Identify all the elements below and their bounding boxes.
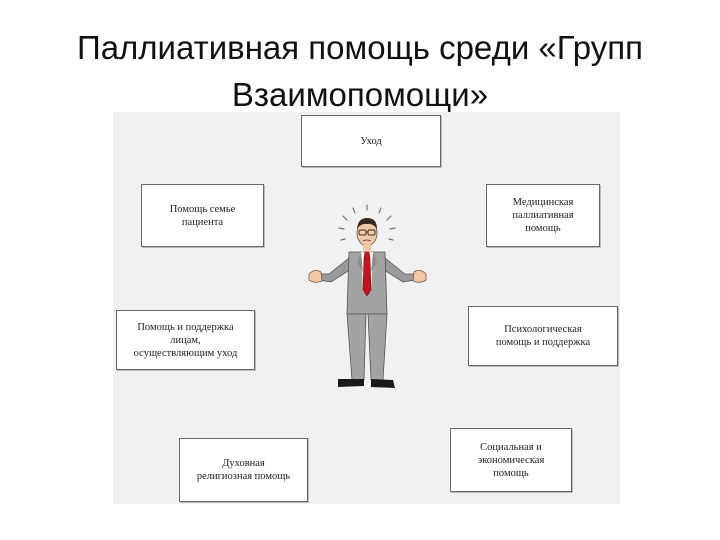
box-family-help: Помощь семье пациента (141, 184, 264, 247)
box-care: Уход (301, 115, 441, 167)
box-social: Социальная и экономическая помощь (450, 428, 572, 492)
slide-title: Паллиативная помощь среди «Групп Взаимоп… (20, 24, 700, 118)
box-psychological: Психологическая помощь и поддержка (468, 306, 618, 366)
businessman-illustration (308, 204, 427, 388)
title-line-2: Взаимопомощи» (231, 76, 489, 113)
confusion-lines (338, 204, 396, 241)
box-caregivers-support: Помощь и поддержка лицам, осуществляющим… (116, 310, 255, 370)
box-medical: Медицинская паллиативная помощь (486, 184, 600, 247)
title-line-1: Паллиативная помощь среди «Групп (76, 29, 644, 66)
box-spiritual: Духовная религиозная помощь (179, 438, 308, 502)
diagram-area: Уход Помощь семье пациента Медицинская п… (113, 112, 620, 504)
